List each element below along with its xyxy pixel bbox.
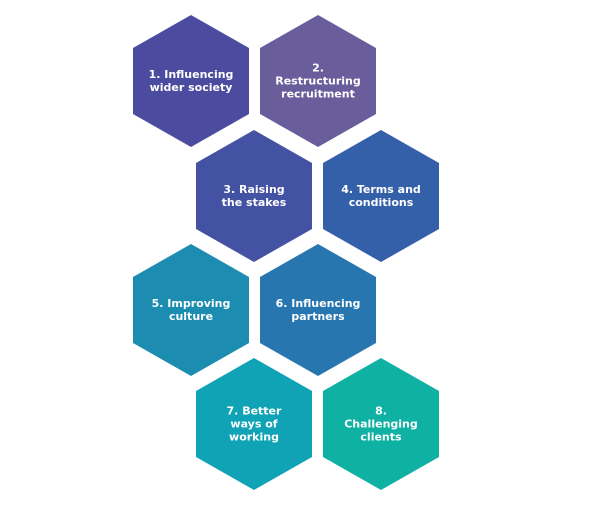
hexagon-5 <box>133 244 249 376</box>
hexagon-8 <box>323 358 439 490</box>
hexagon-2 <box>260 15 376 147</box>
hexagon-3 <box>196 130 312 262</box>
hexagon-1 <box>133 15 249 147</box>
hexagon-7 <box>196 358 312 490</box>
hexagon-6 <box>260 244 376 376</box>
hexagon-4 <box>323 130 439 262</box>
